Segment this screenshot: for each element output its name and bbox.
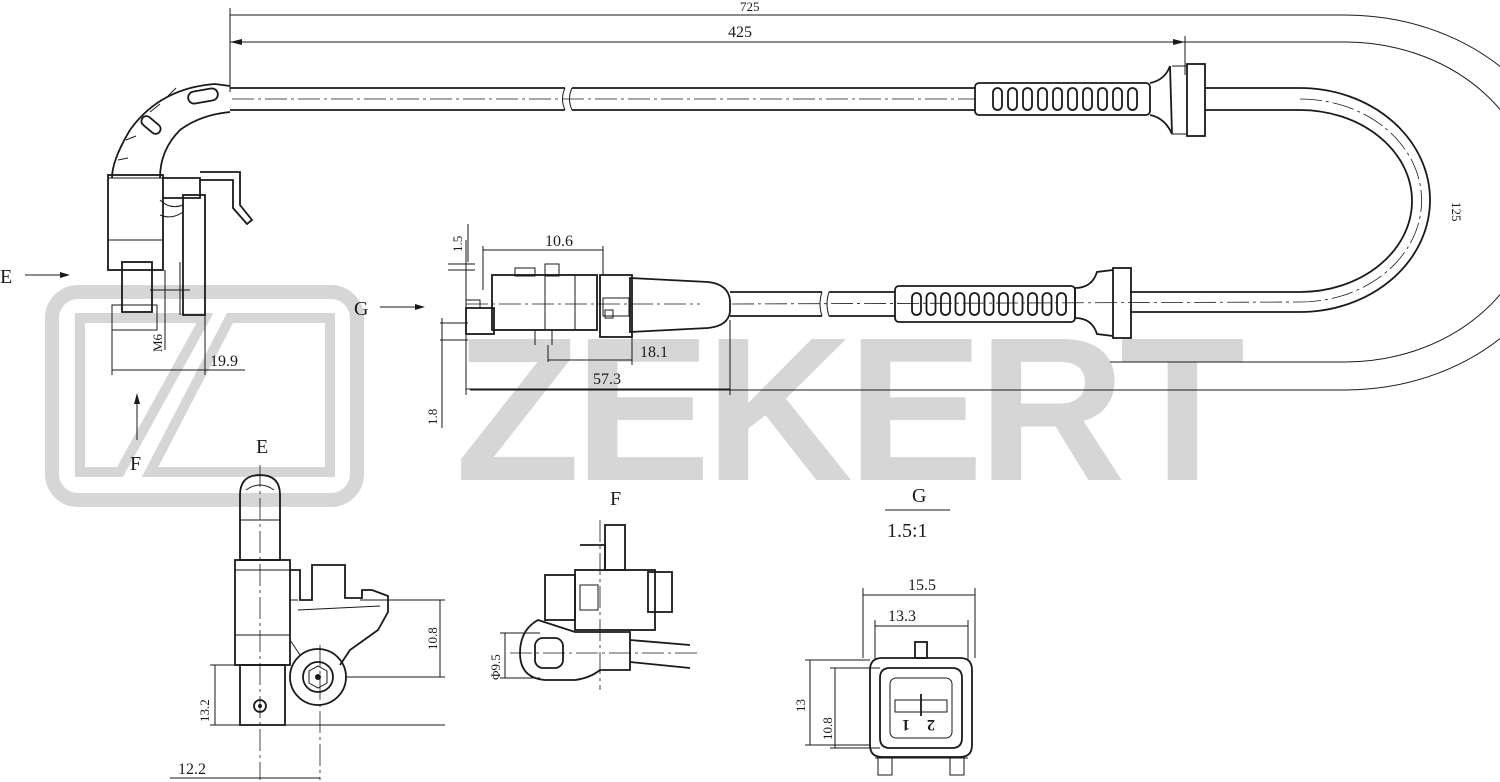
upper-grommet-ribs — [992, 87, 1138, 111]
grommet-rib — [940, 292, 951, 316]
dim-plug-outer-height: 13 — [793, 699, 808, 712]
view-arrow-e: E — [0, 266, 70, 288]
lower-grommet-ribs — [911, 292, 1067, 316]
view-e-dimensions: 10.8 13.2 12.2 — [170, 599, 445, 779]
view-g-title: G — [912, 485, 926, 507]
dim-plug-outer-width: 15.5 — [908, 577, 936, 594]
dim-sensor-offset: 13.2 — [197, 699, 212, 722]
dim-cable-length: 425 — [728, 24, 752, 41]
view-arrow-f-label: F — [130, 453, 141, 475]
grommet-rib — [1056, 292, 1067, 316]
grommet-rib — [1041, 292, 1053, 316]
view-f-sensor: F Φ9.5 — [488, 488, 700, 690]
view-g-dimensions: 15.5 13.3 13 10.8 — [793, 577, 976, 749]
dim-plug-inner-height: 10.8 — [820, 717, 835, 740]
grommet-rib — [1027, 292, 1038, 316]
connector-dimensions: 10.6 1.5 18.1 57.3 1.8 — [425, 224, 731, 428]
grommet-rib — [954, 292, 966, 316]
grommet-rib — [1127, 87, 1138, 111]
grommet-rib — [1067, 87, 1078, 111]
grommet-rib — [1052, 87, 1063, 111]
connector-plug — [465, 263, 731, 345]
view-arrow-g-label: G — [354, 298, 368, 320]
dim-bend-radius: 125 — [1449, 202, 1464, 222]
view-g-plug: G 1.5:1 2 1 — [869, 485, 973, 776]
grommet-rib — [925, 292, 937, 316]
grommet-rib — [1007, 87, 1018, 111]
dim-sensor-diameter: Φ9.5 — [488, 654, 503, 680]
grommet-rib — [992, 87, 1003, 111]
view-e-title: E — [256, 436, 268, 458]
dim-plug-inner-width: 13.3 — [888, 608, 916, 625]
dim-bracket-height: 10.8 — [425, 627, 440, 650]
dim-connector-height: 1.8 — [425, 409, 440, 425]
plug-pin-2: 2 — [927, 716, 935, 733]
watermark-z-logo — [75, 313, 335, 477]
grommet-rib — [1112, 87, 1123, 111]
grommet-rib — [1037, 87, 1048, 111]
dim-sensor-width: 12.2 — [178, 761, 206, 778]
grommet-rib — [969, 292, 980, 316]
watermark-text: ZEKERT — [455, 295, 1244, 524]
dim-sensor-depth: 19.9 — [210, 353, 238, 370]
zekert-watermark: ZEKERT — [45, 285, 1250, 524]
grommet-rib — [1022, 87, 1033, 111]
dim-connector-body: 18.1 — [640, 344, 668, 361]
view-e-sensor: E — [234, 436, 389, 780]
sensor-head: M6 19.9 — [107, 83, 254, 375]
dim-connector-tip: 10.6 — [545, 233, 573, 250]
top-dimensions: 725 425 125 — [229, 0, 1500, 391]
view-arrow-g: G — [354, 298, 425, 320]
view-f-title: F — [610, 488, 621, 510]
plug-pin-1: 1 — [902, 716, 910, 733]
grommet-rib — [1082, 87, 1093, 111]
dim-thread: M6 — [150, 333, 165, 352]
view-arrow-e-label: E — [0, 266, 12, 288]
grommet-rib — [1097, 87, 1108, 111]
grommet-rib — [911, 292, 922, 316]
grommet-rib — [983, 292, 995, 316]
dim-total-length: 725 — [740, 0, 760, 14]
dim-connector-length: 57.3 — [593, 371, 621, 388]
upper-grommet — [974, 63, 1206, 137]
view-arrow-f: F — [130, 393, 141, 475]
grommet-rib — [1012, 292, 1024, 316]
dim-pin-offset: 1.5 — [450, 236, 465, 252]
view-g-scale: 1.5:1 — [887, 520, 928, 542]
main-cable — [230, 63, 1431, 339]
grommet-rib — [998, 292, 1009, 316]
